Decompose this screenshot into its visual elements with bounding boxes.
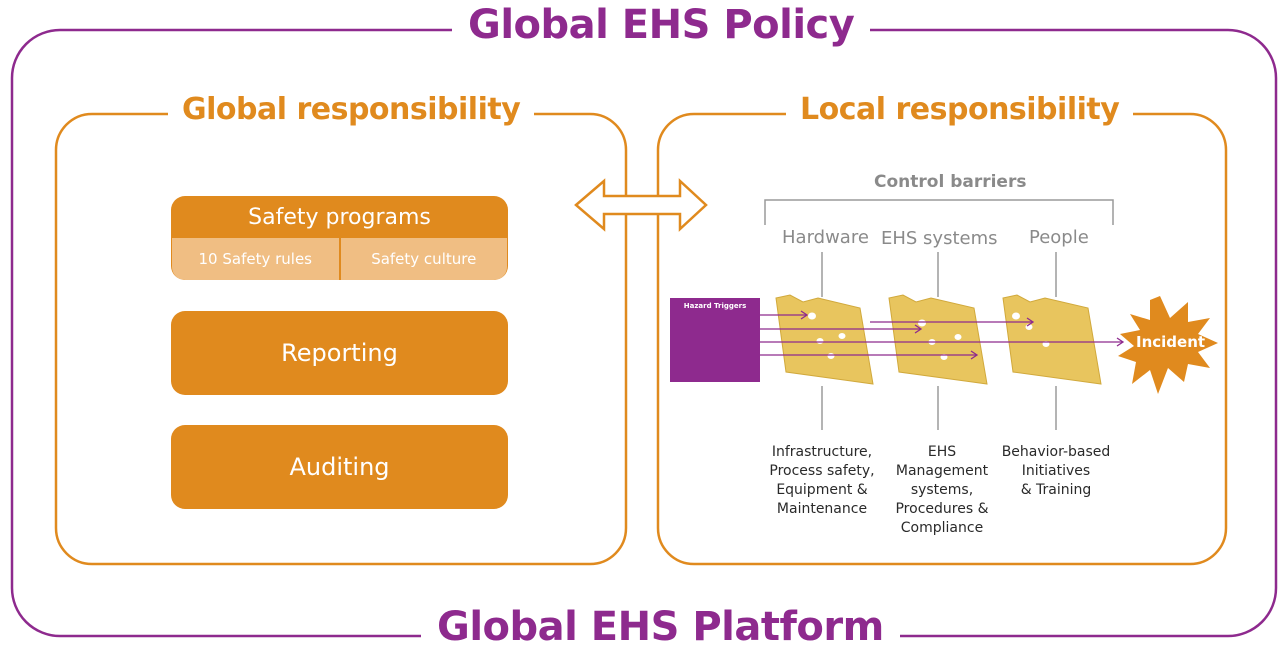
local-panel-title: Local responsibility [786,92,1134,127]
safety-programs-box: Safety programs 10 Safety rules Safety c… [171,196,508,280]
barrier-name-people: People [1029,227,1089,248]
barrier-name-ehs-systems: EHS systems [881,228,998,249]
hazard-triggers-box: Hazard Triggers [670,298,760,382]
auditing-box: Auditing [171,425,508,509]
safety-rules-item: 10 Safety rules [198,250,313,268]
cheese-slice-hardware [775,294,874,385]
hazard-trajectories [760,310,1125,360]
double-arrow-icon [574,178,708,232]
global-panel-title: Global responsibility [168,92,535,127]
reporting-box: Reporting [171,311,508,395]
incident-label: Incident [1136,333,1206,351]
barrier-desc-hardware: Infrastructure, Process safety, Equipmen… [769,444,875,517]
control-barriers-bracket [764,199,1114,225]
incident-burst-icon [1118,296,1218,394]
cheese-slice-people [1002,294,1102,385]
cheese-slice-ehs-systems [888,294,988,385]
barrier-desc-people: Behavior-based Initiatives & Training [1001,444,1111,498]
barrier-desc-ehs-systems: EHS Management systems, Procedures & Com… [895,444,989,536]
safety-programs-title: Safety programs [248,204,431,230]
safety-programs-items: 10 Safety rules Safety culture [172,238,507,280]
barrier-name-hardware: Hardware [782,227,869,248]
policy-title: Global EHS Policy [452,2,871,48]
hazard-triggers-label: Hazard Triggers [683,302,747,310]
safety-culture-item: Safety culture [338,238,508,280]
control-barriers-label: Control barriers [874,172,1027,192]
platform-title: Global EHS Platform [421,604,900,650]
